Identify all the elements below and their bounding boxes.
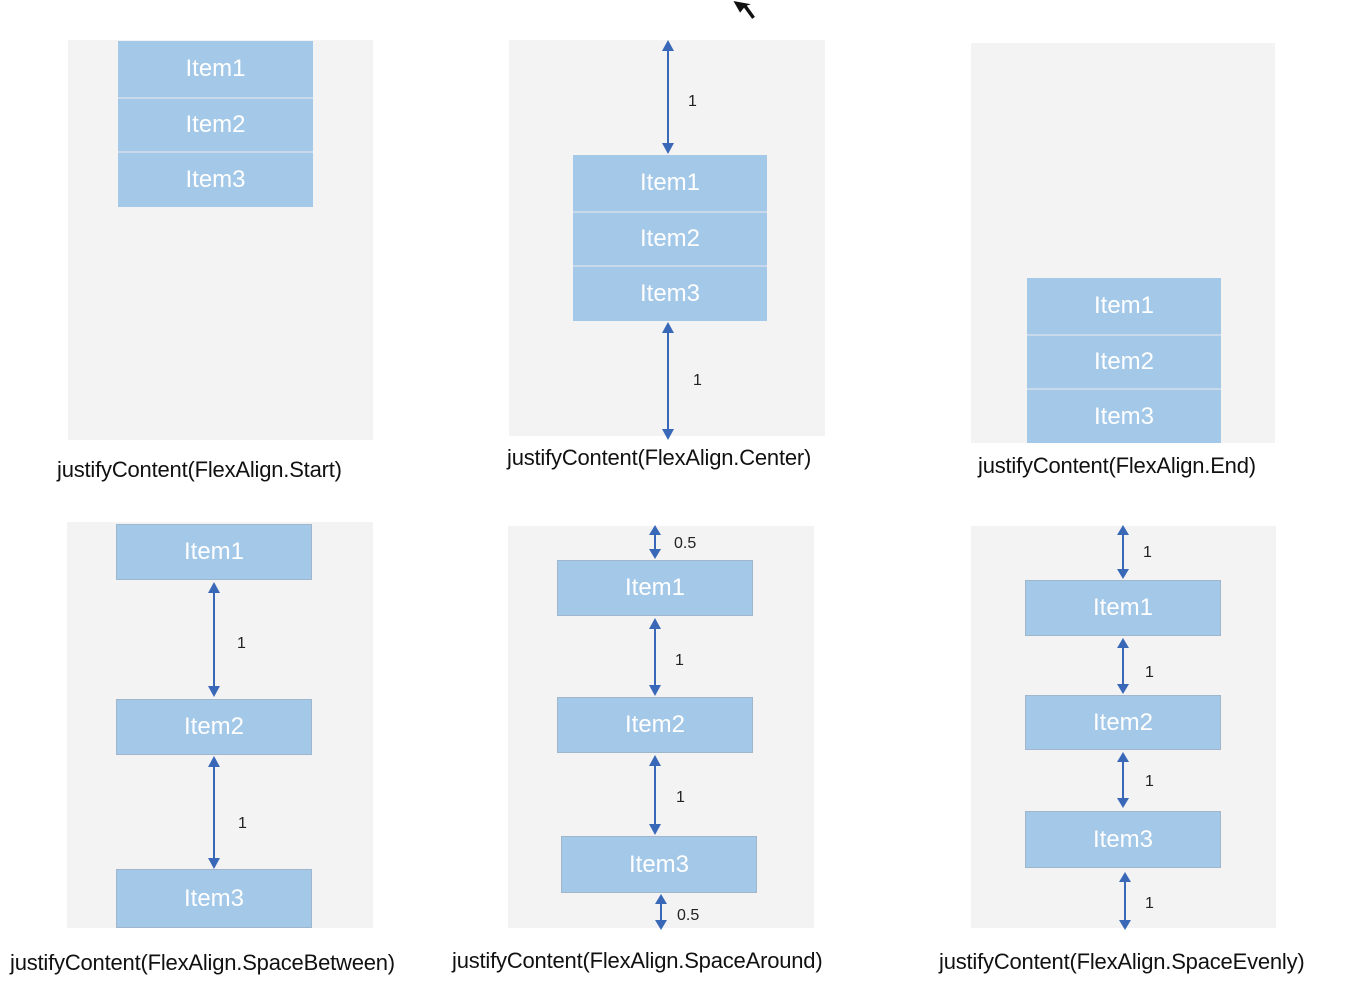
double-arrow-icon	[649, 755, 661, 835]
caption-end: justifyContent(FlexAlign.End)	[978, 453, 1256, 478]
item-1: Item1	[573, 155, 767, 211]
caption-spaceevenly: justifyContent(FlexAlign.SpaceEvenly)	[939, 949, 1305, 974]
item-1: Item1	[116, 524, 312, 580]
caption-center: justifyContent(FlexAlign.Center)	[507, 445, 812, 470]
spacing-label: 1	[1145, 664, 1154, 681]
double-arrow-icon	[208, 582, 220, 697]
item-3: Item3	[1025, 811, 1221, 868]
spacing-label: 1	[675, 652, 684, 669]
item-2: Item2	[1025, 695, 1221, 750]
spacing-label: 1	[1145, 895, 1154, 912]
item-3: Item3	[116, 869, 312, 928]
spacing-label: 1	[1143, 544, 1152, 561]
caption-spacebetween: justifyContent(FlexAlign.SpaceBetween)	[10, 950, 395, 975]
item-3: Item3	[118, 151, 313, 207]
double-arrow-icon	[1117, 525, 1129, 579]
spacing-label: 0.5	[677, 907, 700, 924]
spacing-label: 0.5	[674, 535, 697, 552]
spacing-label: 1	[688, 93, 697, 110]
double-arrow-icon	[649, 618, 661, 696]
double-arrow-icon	[662, 322, 674, 440]
double-arrow-icon	[1117, 638, 1129, 694]
spacing-label: 1	[1145, 773, 1154, 790]
item-2: Item2	[118, 97, 313, 151]
spacing-label: 1	[238, 815, 247, 832]
spacing-label: 1	[237, 635, 246, 652]
item-1: Item1	[1025, 580, 1221, 636]
item-2: Item2	[557, 697, 753, 753]
item-1: Item1	[1027, 278, 1221, 334]
item-2: Item2	[116, 699, 312, 755]
item-3: Item3	[573, 265, 767, 321]
spacing-label: 1	[693, 372, 702, 389]
item-2: Item2	[1027, 334, 1221, 388]
item-1: Item1	[557, 560, 753, 616]
caption-start: justifyContent(FlexAlign.Start)	[57, 457, 342, 482]
double-arrow-icon	[649, 525, 661, 559]
caption-spacearound: justifyContent(FlexAlign.SpaceAround)	[452, 948, 823, 973]
double-arrow-icon	[208, 756, 220, 869]
item-1: Item1	[118, 41, 313, 97]
spacing-label: 1	[676, 789, 685, 806]
item-3: Item3	[1027, 388, 1221, 443]
double-arrow-icon	[1117, 752, 1129, 808]
mouse-cursor-icon	[731, 0, 758, 22]
double-arrow-icon	[662, 40, 674, 154]
double-arrow-icon	[655, 894, 667, 930]
item-2: Item2	[573, 211, 767, 265]
item-3: Item3	[561, 836, 757, 893]
double-arrow-icon	[1119, 872, 1131, 930]
